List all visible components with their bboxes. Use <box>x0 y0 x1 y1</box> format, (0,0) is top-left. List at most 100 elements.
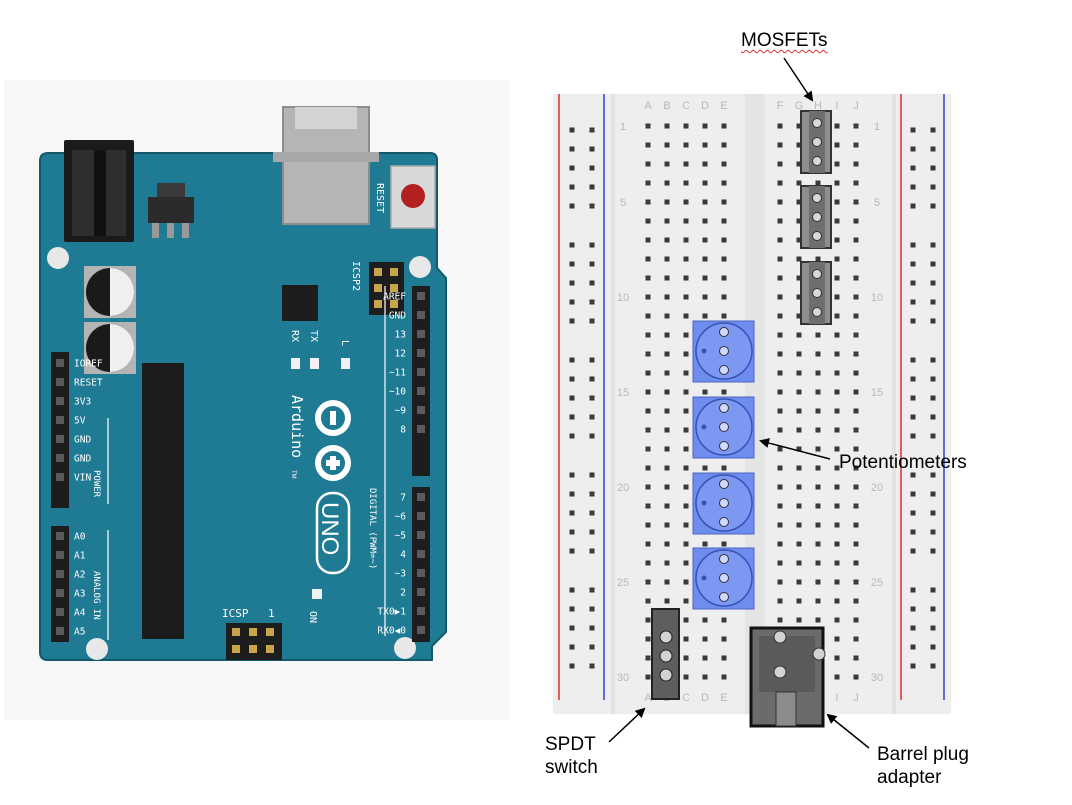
usb-b-connector <box>273 106 379 225</box>
digital_top-pin-label: AREF <box>383 292 406 303</box>
barrel-label-line2: adapter <box>877 767 942 788</box>
breadboard-hole <box>664 427 670 433</box>
breadboard-hole <box>645 598 651 604</box>
breadboard-hole <box>853 370 859 376</box>
rail-hole <box>589 376 595 382</box>
potentiometers-label: Potentiometers <box>839 452 967 473</box>
breadboard-hole <box>683 408 689 414</box>
breadboard-hole <box>664 465 670 471</box>
breadboard-hole <box>702 142 708 148</box>
rail-hole <box>930 357 936 363</box>
header-pin <box>417 311 425 319</box>
breadboard-hole <box>683 560 689 566</box>
tx-silkscreen: TX <box>308 330 319 342</box>
rail-hole <box>910 663 916 669</box>
rail-hole <box>910 318 916 324</box>
breadboard-hole <box>796 275 802 281</box>
breadboard-hole <box>796 218 802 224</box>
breadboard-hole <box>853 484 859 490</box>
rail-gap <box>611 94 615 714</box>
row-number-label: 25 <box>617 577 629 589</box>
breadboard-hole <box>777 465 783 471</box>
breadboard-hole <box>645 446 651 452</box>
power-pin-label: 5V <box>74 416 86 427</box>
rail-hole <box>569 510 575 516</box>
breadboard-hole <box>683 237 689 243</box>
rail-hole <box>910 280 916 286</box>
rail-hole <box>910 472 916 478</box>
breadboard-hole <box>683 123 689 129</box>
breadboard-hole <box>853 598 859 604</box>
uno-wordmark: UNO <box>316 502 343 555</box>
breadboard-hole <box>683 446 689 452</box>
reset-button[interactable] <box>390 165 436 229</box>
rail-hole <box>569 548 575 554</box>
row-number-label: 10 <box>871 292 883 304</box>
mounting-hole <box>394 637 416 659</box>
reset-silkscreen: RESET <box>374 183 385 213</box>
column-label: J <box>853 692 859 704</box>
rail-gap <box>892 94 896 714</box>
breadboard-hole <box>853 541 859 547</box>
mounting-hole <box>86 638 108 660</box>
rail-hole <box>910 395 916 401</box>
rail-hole <box>589 299 595 305</box>
breadboard-hole <box>645 180 651 186</box>
rail-hole <box>910 414 916 420</box>
row-number-label: 30 <box>617 672 629 684</box>
breadboard-hole <box>721 218 727 224</box>
digital_top-pin-label: 12 <box>395 349 406 360</box>
breadboard-hole <box>664 161 670 167</box>
analog-pin-label: A4 <box>74 608 86 619</box>
breadboard-hole <box>645 579 651 585</box>
analog-pin-label: A3 <box>74 589 85 600</box>
breadboard-hole <box>777 522 783 528</box>
rail-hole <box>930 318 936 324</box>
rail-hole <box>569 242 575 248</box>
breadboard-hole <box>834 598 840 604</box>
header-pin <box>56 589 64 597</box>
spdt-label-line1: SPDT <box>545 734 596 755</box>
breadboard-hole <box>796 351 802 357</box>
header-pin <box>417 330 425 338</box>
breadboard-hole <box>777 541 783 547</box>
mounting-hole <box>409 256 431 278</box>
breadboard-hole <box>721 123 727 129</box>
breadboard-hole <box>702 218 708 224</box>
rx-led <box>291 358 300 369</box>
header-pin <box>417 588 425 596</box>
rail-hole <box>589 357 595 363</box>
breadboard-hole <box>683 522 689 528</box>
power-pin-label: VIN <box>74 473 91 484</box>
breadboard-hole <box>683 541 689 547</box>
header-pin <box>56 378 64 386</box>
barrel-arrow <box>826 713 870 749</box>
breadboard-hole <box>702 541 708 547</box>
breadboard-hole <box>815 579 821 585</box>
rail-hole <box>910 376 916 382</box>
icsp2-header <box>369 262 404 315</box>
rail-hole <box>910 491 916 497</box>
breadboard-hole <box>796 389 802 395</box>
breadboard-hole <box>834 674 840 680</box>
header-pin <box>56 359 64 367</box>
breadboard-hole <box>683 655 689 661</box>
breadboard-hole <box>777 408 783 414</box>
breadboard-hole <box>645 636 651 642</box>
rail-hole <box>589 395 595 401</box>
breadboard-hole <box>777 123 783 129</box>
rail-hole <box>569 587 575 593</box>
breadboard-hole <box>815 465 821 471</box>
header-pin <box>56 397 64 405</box>
breadboard-hole <box>683 370 689 376</box>
rail-hole <box>930 606 936 612</box>
breadboard-hole <box>853 617 859 623</box>
breadboard-hole <box>777 199 783 205</box>
column-label: B <box>663 100 670 112</box>
rail-hole <box>569 529 575 535</box>
breadboard-hole <box>721 161 727 167</box>
breadboard-hole <box>683 275 689 281</box>
breadboard-hole <box>683 617 689 623</box>
breadboard-hole <box>664 332 670 338</box>
breadboard-hole <box>683 465 689 471</box>
